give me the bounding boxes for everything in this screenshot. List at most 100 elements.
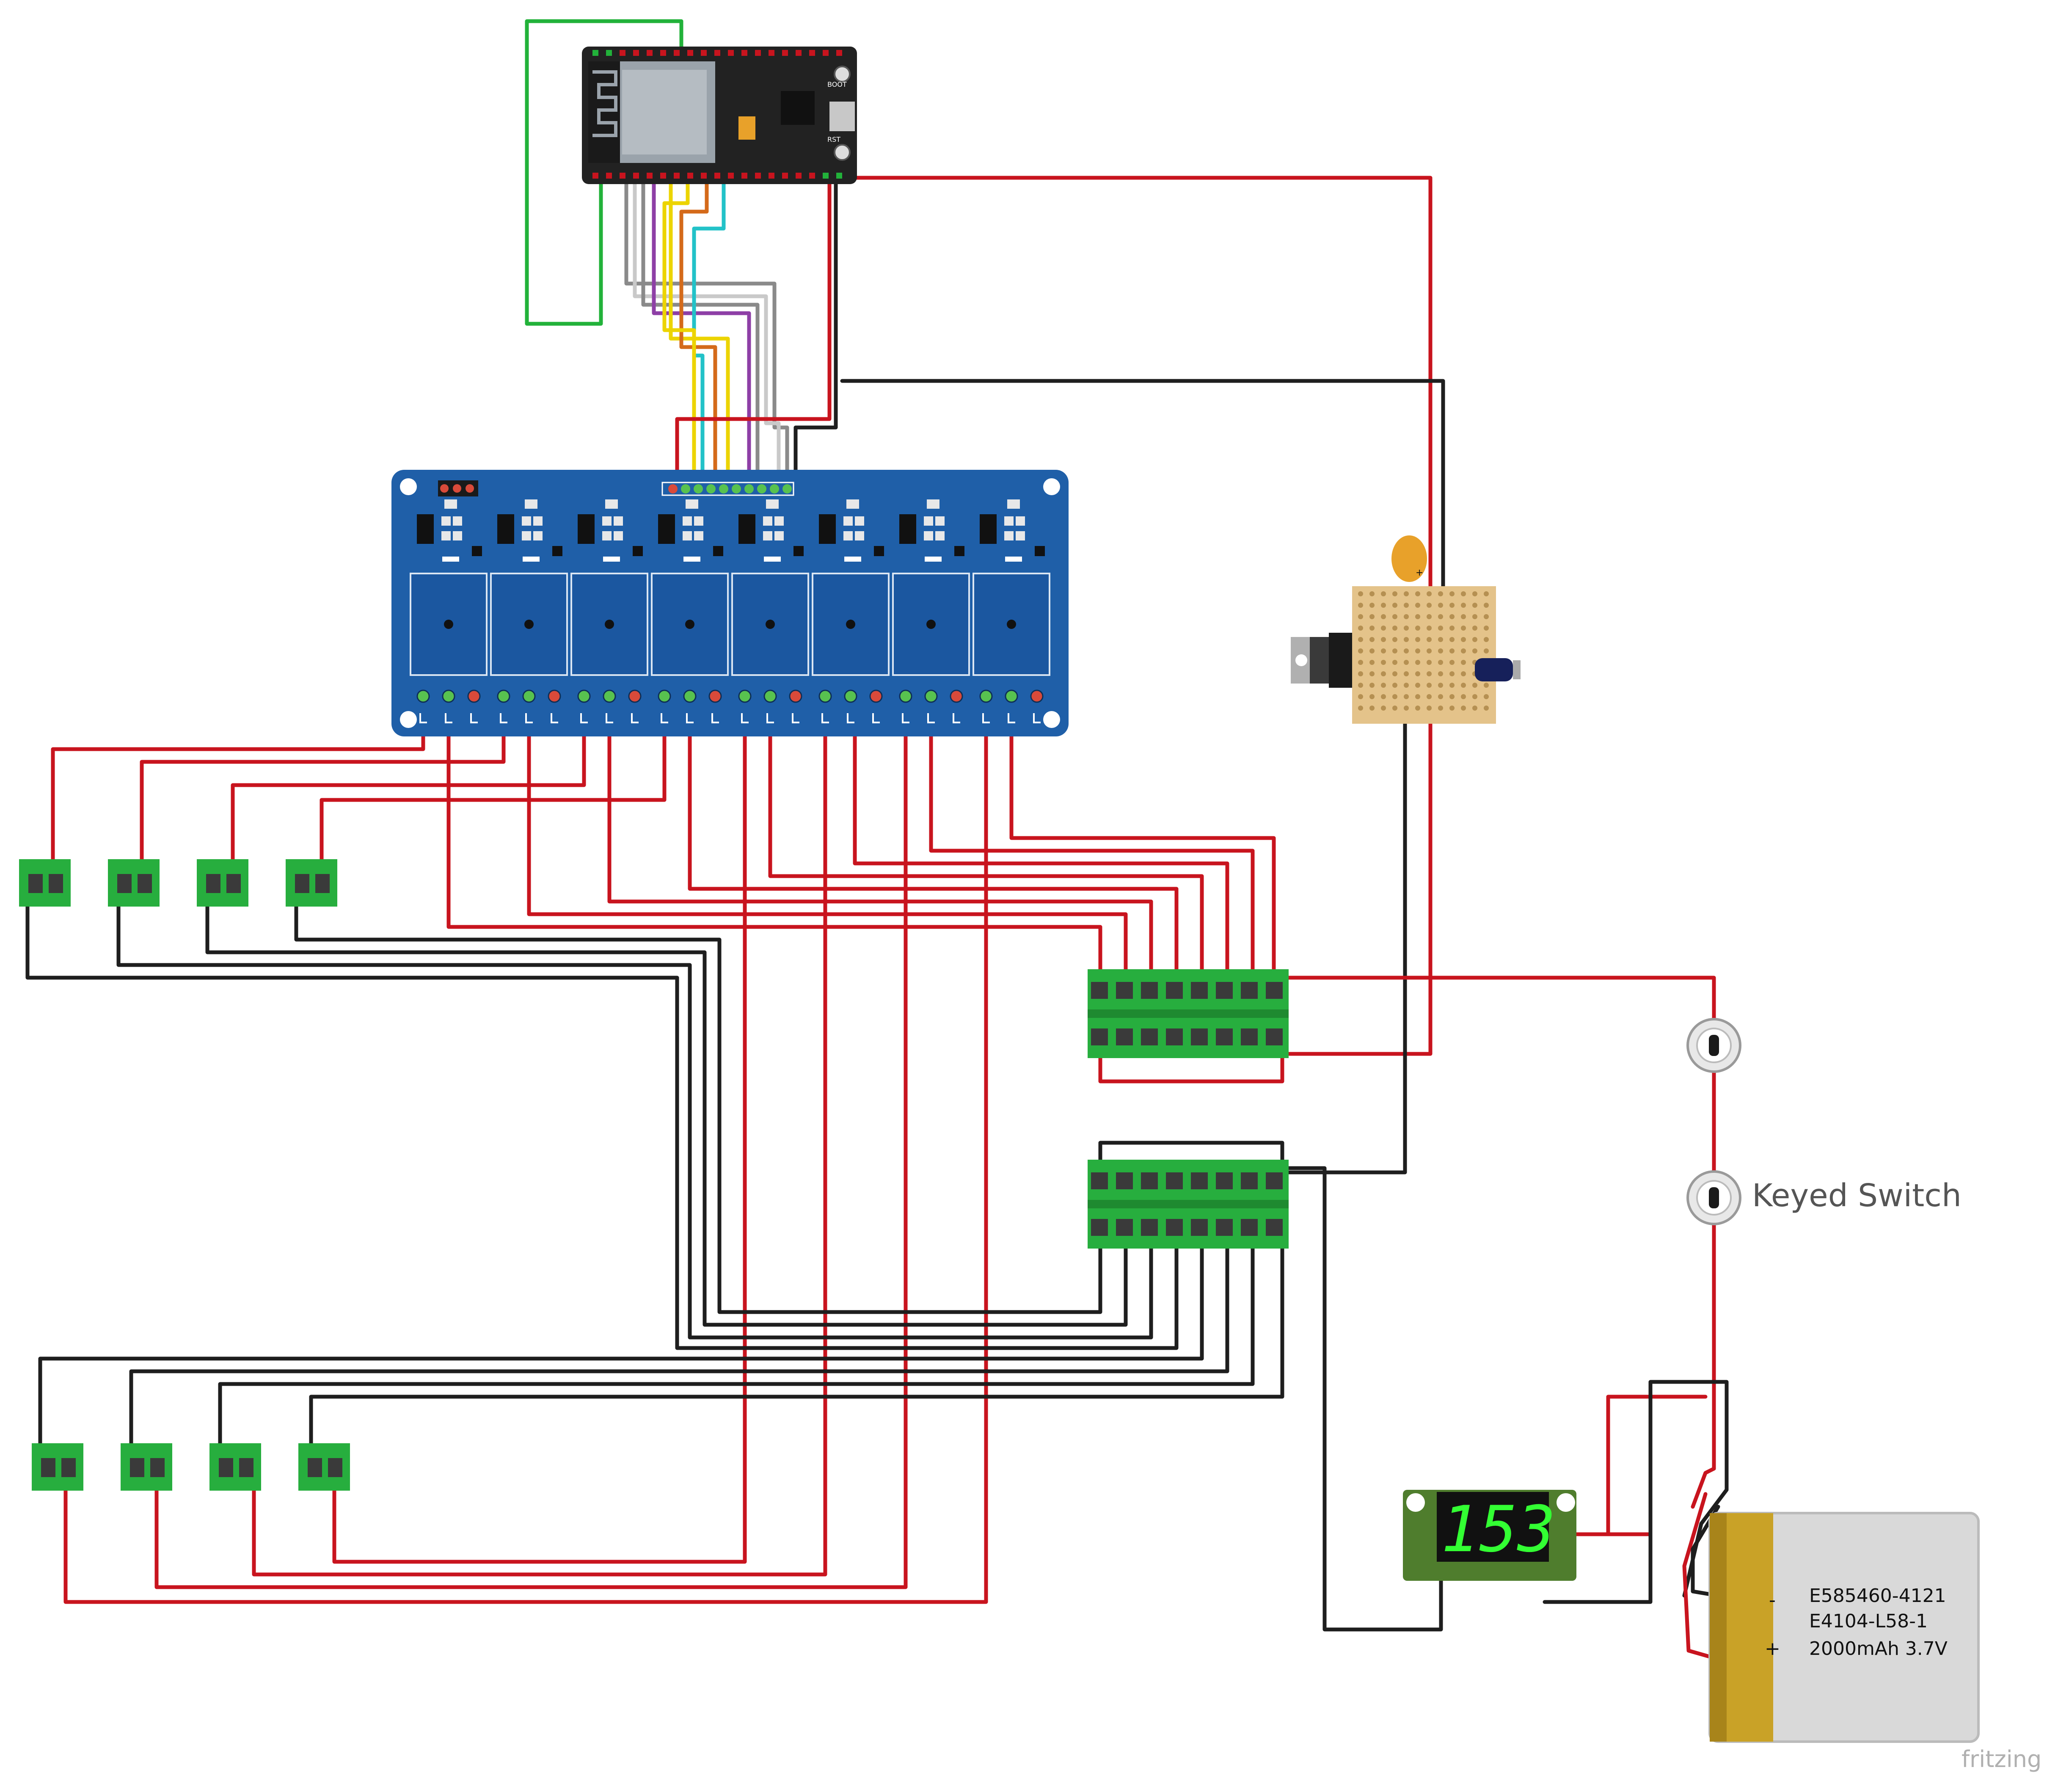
terminal-screw[interactable]	[1091, 1028, 1108, 1045]
esp32-devkit-board[interactable]: BOOT RST	[582, 47, 857, 184]
header-pin[interactable]	[701, 50, 707, 56]
jd-vcc-pin[interactable]	[466, 484, 474, 493]
relay-output-terminal[interactable]	[763, 689, 777, 703]
terminal-screw[interactable]	[1166, 1172, 1183, 1189]
header-pin[interactable]	[741, 50, 747, 56]
wire-black-lamp1[interactable]	[25, 887, 1179, 1350]
relay-output-terminal[interactable]	[497, 689, 510, 703]
wire-red-ch8-lamp8[interactable]	[63, 700, 988, 1604]
header-pin[interactable]	[687, 173, 693, 179]
terminal-screw[interactable]	[1116, 1028, 1133, 1045]
header-pin[interactable]	[796, 173, 802, 179]
terminal-screw[interactable]	[1191, 1219, 1208, 1236]
terminal-screw[interactable]	[1091, 982, 1108, 999]
wire-gray-in6[interactable]	[641, 176, 760, 489]
wire-black-relay-gnd[interactable]	[793, 176, 838, 489]
header-pin[interactable]	[592, 173, 598, 179]
wire-red-ch6-lamp6[interactable]	[252, 700, 827, 1577]
terminal-screw[interactable]	[1166, 982, 1183, 999]
terminal-screw[interactable]	[1166, 1028, 1183, 1045]
tantalum-capacitor[interactable]	[1391, 535, 1427, 582]
reset-button[interactable]	[834, 144, 851, 161]
keyed-switch[interactable]	[1686, 1170, 1741, 1225]
terminal-screw[interactable]	[1241, 1219, 1258, 1236]
relay-output-terminal[interactable]	[1030, 689, 1044, 703]
header-pin[interactable]	[741, 173, 747, 179]
header-pin[interactable]	[620, 50, 625, 56]
relay-output-terminal[interactable]	[603, 689, 616, 703]
terminal-screw[interactable]	[1216, 1028, 1233, 1045]
relay-output-terminal[interactable]	[844, 689, 857, 703]
terminal-screw[interactable]	[1241, 982, 1258, 999]
wire-red-relay-term-a[interactable]	[446, 700, 1102, 980]
wire-red-switch-batt[interactable]	[1691, 1217, 1716, 1509]
header-pin[interactable]	[823, 173, 829, 179]
electrolytic-capacitor[interactable]	[1475, 658, 1513, 681]
relay-output-terminal[interactable]	[416, 689, 430, 703]
toggle-switch[interactable]	[1686, 1018, 1741, 1073]
wire-red-relay-term-c[interactable]	[607, 700, 1153, 980]
wire-red-relay-term-g[interactable]	[929, 700, 1255, 980]
jd-vcc-pin[interactable]	[453, 484, 461, 493]
wire-black-lamp8[interactable]	[38, 1246, 1204, 1450]
relay-output-terminal[interactable]	[548, 689, 561, 703]
header-pin[interactable]	[755, 173, 761, 179]
terminal-screw[interactable]	[1116, 1172, 1133, 1189]
terminal-screw[interactable]	[1141, 1219, 1158, 1236]
header-pin[interactable]	[714, 173, 720, 179]
terminal-screw[interactable]	[1191, 1028, 1208, 1045]
wire-red-ch1-lamp1[interactable]	[51, 700, 425, 866]
wire-white-in7[interactable]	[633, 176, 781, 489]
terminal-screw[interactable]	[1116, 1219, 1133, 1236]
terminal-screw[interactable]	[1141, 982, 1158, 999]
relay-input-pin[interactable]	[706, 484, 716, 493]
wire-red-relay-vcc[interactable]	[675, 176, 832, 489]
header-pin[interactable]	[647, 173, 653, 179]
header-pin[interactable]	[620, 173, 625, 179]
relay-output-terminal[interactable]	[683, 689, 697, 703]
relay-input-pin[interactable]	[719, 484, 728, 493]
header-pin[interactable]	[606, 173, 612, 179]
header-pin[interactable]	[769, 50, 774, 56]
wire-red-ch3-lamp3[interactable]	[231, 700, 586, 866]
lipo-battery[interactable]: - + E585460-4121 E4104-L58-1 2000mAh 3.7…	[1708, 1512, 1980, 1743]
terminal-screw[interactable]	[1091, 1172, 1108, 1189]
terminal-screw[interactable]	[1266, 1028, 1283, 1045]
relay-input-pin[interactable]	[668, 484, 678, 493]
wire-red-ch5-lamp5[interactable]	[332, 700, 747, 1564]
relay-input-pin[interactable]	[694, 484, 703, 493]
wire-black-lamp2[interactable]	[116, 887, 1153, 1340]
wire-red-ch7-lamp7[interactable]	[154, 700, 908, 1589]
header-pin[interactable]	[592, 50, 598, 56]
switch-lever[interactable]	[1709, 1187, 1719, 1208]
terminal-screw[interactable]	[1241, 1172, 1258, 1189]
terminal-screw[interactable]	[1266, 1219, 1283, 1236]
terminal-block-top[interactable]	[1088, 969, 1289, 1058]
wire-yellow-in4[interactable]	[669, 176, 730, 489]
relay-input-pin[interactable]	[757, 484, 766, 493]
wire-black-meter-batt[interactable]	[1648, 1380, 1729, 1598]
header-pin[interactable]	[674, 50, 680, 56]
relay-output-terminal[interactable]	[522, 689, 536, 703]
relay-output-terminal[interactable]	[708, 689, 722, 703]
wire-black-batt-lead[interactable]	[1691, 1505, 1720, 1598]
header-pin[interactable]	[836, 173, 842, 179]
terminal-screw[interactable]	[1216, 982, 1233, 999]
relay-output-terminal[interactable]	[950, 689, 963, 703]
relay-output-terminal[interactable]	[577, 689, 591, 703]
wire-red-ch4-lamp4[interactable]	[320, 700, 667, 866]
header-pin[interactable]	[809, 173, 815, 179]
terminal-screw[interactable]	[1216, 1219, 1233, 1236]
terminal-block-bottom[interactable]	[1088, 1160, 1289, 1249]
terminal-screw[interactable]	[1266, 982, 1283, 999]
relay-input-pin[interactable]	[744, 484, 754, 493]
relay-output-terminal[interactable]	[442, 689, 455, 703]
wire-black-lamp4[interactable]	[294, 887, 1102, 1314]
wire-black-reg-bus[interactable]	[1280, 684, 1407, 1174]
wire-black-lamp5[interactable]	[309, 1246, 1284, 1450]
header-pin[interactable]	[809, 50, 815, 56]
relay-input-pin[interactable]	[782, 484, 792, 493]
terminal-screw[interactable]	[1191, 1172, 1208, 1189]
wire-green-loop[interactable]	[525, 19, 683, 326]
relay-input-pin[interactable]	[681, 484, 690, 493]
